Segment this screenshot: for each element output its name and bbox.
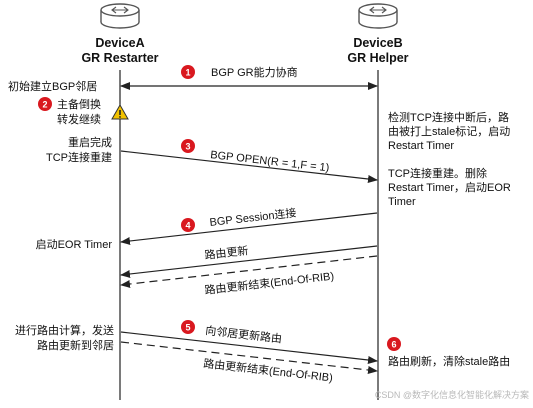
watermark: CSDN @数字化信息化智能化解决方案 [375, 389, 529, 400]
note-compute-1: 进行路由计算，发送 [15, 323, 114, 337]
svg-text:1: 1 [185, 68, 190, 78]
device-a-role: GR Restarter [81, 51, 158, 65]
warning-icon [111, 103, 129, 120]
step-badge-4 [181, 218, 195, 232]
arrow-bgp-open [120, 150, 378, 183]
eor-b-to-a-label: 路由更新结束(End-Of-RIB) [204, 269, 335, 297]
note-init-neighbor: 初始建立BGP邻居 [8, 79, 97, 93]
device-b-router-icon [358, 3, 398, 29]
note-restart-2: TCP连接重建 [46, 150, 112, 164]
step-4-label: BGP Session连接 [209, 206, 297, 229]
note-refresh: 路由刷新，清除stale路由 [388, 354, 510, 368]
arrow-eor-b-to-a [120, 255, 378, 288]
note-detect-2: 由被打上stale标记，启动 [388, 124, 510, 138]
device-b-name: DeviceB [353, 36, 402, 50]
note-rebuild-2: Restart Timer，启动EOR [388, 181, 511, 194]
svg-text:6: 6 [391, 340, 396, 350]
note-detect-1: 检测TCP连接中断后，路 [388, 110, 509, 124]
step-badge-3 [181, 139, 195, 153]
step-3-label: BGP OPEN(R = 1,F = 1) [210, 149, 330, 174]
eor-a-to-b-label: 路由更新结束(End-Of-RIB) [203, 356, 334, 384]
note-rebuild-1: TCP连接重建。删除 [388, 166, 487, 180]
svg-text:4: 4 [185, 221, 190, 231]
svg-text:2: 2 [42, 100, 47, 110]
note-switchover-1: 主备倒换 [57, 97, 101, 111]
step-badge-1 [181, 65, 195, 79]
arrow-route-to-neighbor [120, 331, 378, 364]
note-eor-timer: 启动EOR Timer [36, 238, 113, 251]
note-detect-3: Restart Timer [388, 140, 454, 152]
step-1-label: BGP GR能力协商 [211, 65, 298, 79]
note-restart-1: 重启完成 [68, 135, 112, 149]
note-switchover-2: 转发继续 [57, 112, 101, 126]
arrow-route-update [120, 245, 378, 278]
step-badge-5 [181, 320, 195, 334]
note-compute-2: 路由更新到邻居 [37, 338, 114, 352]
route-update-label: 路由更新 [204, 243, 249, 262]
svg-text:3: 3 [185, 142, 190, 152]
note-rebuild-3: Timer [388, 196, 416, 208]
step-5-label: 向邻居更新路由 [205, 323, 283, 345]
device-a-name: DeviceA [95, 36, 144, 50]
device-b-role: GR Helper [347, 51, 408, 65]
svg-text:5: 5 [185, 323, 190, 333]
arrow-bgp-session [120, 212, 378, 245]
device-a-router-icon [100, 3, 140, 29]
arrow-eor-a-to-b [120, 341, 378, 374]
step-badge-2 [38, 97, 52, 111]
step-badge-6 [387, 337, 401, 351]
